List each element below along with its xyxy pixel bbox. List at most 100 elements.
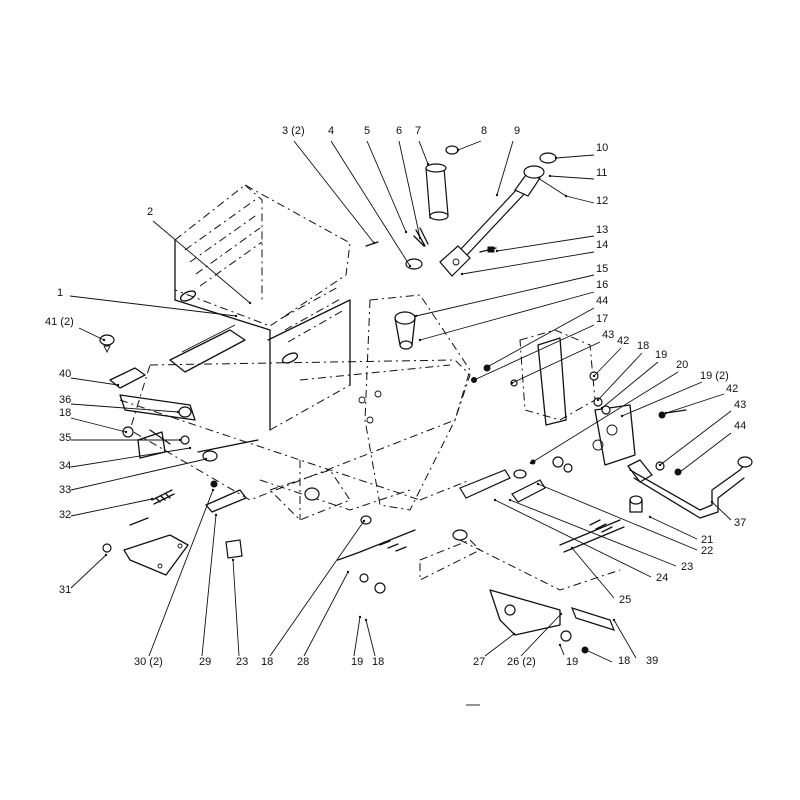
- leader-line: [559, 644, 565, 656]
- leader-tip: [418, 338, 422, 342]
- leader-line: [293, 140, 375, 244]
- callout-number: 35: [59, 432, 71, 444]
- callout-number: 30 (2): [134, 656, 163, 668]
- callout-number: 8: [481, 125, 487, 137]
- callout: 32: [59, 497, 154, 521]
- leader-tip: [150, 497, 154, 501]
- leader-tip: [493, 498, 497, 502]
- leader-tip: [456, 148, 460, 152]
- callout: 4: [328, 125, 412, 268]
- callout-number: 27: [473, 656, 485, 668]
- leader-tip: [612, 618, 616, 622]
- leader-line: [78, 327, 105, 341]
- callout: 30 (2): [134, 488, 215, 668]
- leader-line: [565, 195, 595, 204]
- leader-line: [70, 377, 119, 386]
- lever-37: [627, 456, 753, 519]
- leader-tip: [426, 162, 430, 166]
- callout-number: 20: [676, 359, 688, 371]
- callout-number: 26 (2): [507, 656, 536, 668]
- callout-number: 22: [701, 545, 713, 557]
- callout: 18: [261, 519, 366, 668]
- leader-tip: [658, 463, 662, 467]
- leader-line: [69, 295, 237, 317]
- leader-line: [365, 619, 376, 657]
- callout: 17: [472, 313, 608, 382]
- callout-number: 10: [596, 142, 608, 154]
- callout-number: 18: [59, 407, 71, 419]
- callout-number: 13: [596, 224, 608, 236]
- callout: 13: [495, 224, 608, 253]
- callout: 10: [554, 142, 608, 160]
- leader-tip: [460, 272, 464, 276]
- leader-tip: [102, 338, 106, 342]
- leader-tip: [116, 383, 120, 387]
- leader-line: [70, 403, 179, 413]
- callout: 11: [548, 167, 607, 180]
- leader-tip: [372, 241, 376, 245]
- callout: 33: [59, 457, 208, 496]
- callout: 15: [414, 263, 608, 318]
- leader-tip: [188, 446, 192, 450]
- leader-tip: [404, 230, 408, 234]
- leader-tip: [678, 470, 682, 474]
- leader-line: [484, 633, 515, 657]
- leader-tip: [418, 236, 422, 240]
- callout-number: 18: [372, 656, 384, 668]
- callout-number: 34: [59, 460, 71, 472]
- callout: 43: [510, 329, 614, 385]
- leader-tip: [495, 193, 499, 197]
- leader-tip: [600, 406, 604, 410]
- callout: 39: [612, 618, 658, 667]
- leader-line: [711, 501, 732, 521]
- callout-number: 9: [514, 125, 520, 137]
- leader-line: [366, 140, 407, 233]
- callout: 42: [664, 383, 738, 415]
- callout-number: 44: [734, 420, 746, 432]
- callout: 18: [59, 407, 128, 434]
- callout-number: 18: [261, 656, 273, 668]
- callout-number: 31: [59, 584, 71, 596]
- leader-tip: [364, 618, 368, 622]
- leader-tip: [211, 488, 215, 492]
- callout: 37: [710, 500, 746, 529]
- leader-line: [488, 307, 595, 367]
- leader-tip: [558, 643, 562, 647]
- leader-tip: [596, 398, 600, 402]
- leader-tip: [554, 156, 558, 160]
- callout: 6: [396, 125, 422, 240]
- callout-number: 11: [596, 167, 607, 179]
- leader-tip: [358, 615, 362, 619]
- leader-line: [148, 489, 214, 657]
- leader-line: [419, 291, 595, 341]
- callout: 9: [495, 125, 520, 197]
- leader-line: [593, 347, 622, 377]
- callout: 16: [418, 279, 608, 342]
- callout-number: 23: [681, 561, 693, 573]
- leader-line: [473, 324, 595, 381]
- callout-number: 19: [566, 656, 578, 668]
- callout: 8: [456, 125, 487, 152]
- leader-tip: [508, 498, 512, 502]
- callout: 23: [231, 558, 248, 668]
- leader-line: [70, 447, 191, 468]
- leader-line: [353, 616, 361, 657]
- callout-number: 23: [236, 656, 248, 668]
- callout-number: 5: [364, 125, 370, 137]
- callout: 41 (2): [45, 316, 106, 342]
- callout-number: 41 (2): [45, 316, 74, 328]
- leader-line: [613, 619, 637, 659]
- leader-line: [601, 361, 659, 409]
- leader-line: [201, 514, 217, 657]
- leader-tip: [620, 414, 624, 418]
- leader-tip: [559, 612, 563, 616]
- leader-line: [269, 520, 365, 657]
- lower-linkage: [337, 469, 643, 654]
- callout-number: 28: [297, 656, 309, 668]
- leader-tip: [710, 500, 714, 504]
- callout-number: 17: [596, 313, 608, 325]
- leader-tip: [648, 515, 652, 519]
- callout: 42: [592, 335, 629, 378]
- leader-tip: [536, 482, 540, 486]
- callout-number: 7: [415, 125, 421, 137]
